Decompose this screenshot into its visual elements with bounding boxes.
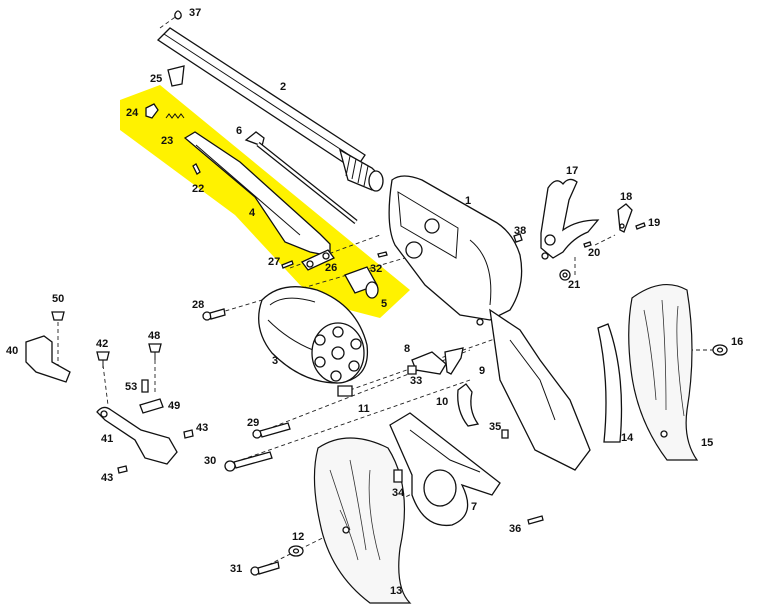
pin-20-part: [583, 241, 592, 248]
pin-36-part: [527, 515, 544, 525]
washer-16-part: [712, 344, 728, 356]
part-label-4: 4: [249, 207, 256, 219]
trigger-10-part: [457, 383, 480, 427]
screw-11-part: [337, 385, 353, 397]
screw-30-part: [224, 451, 273, 472]
hand-18-part: [617, 203, 633, 233]
part-label-43-lower: 43: [101, 472, 113, 484]
part-label-28: 28: [192, 299, 204, 311]
screw-34-part: [393, 469, 403, 483]
part-label-18: 18: [620, 191, 632, 203]
part-label-14: 14: [621, 432, 634, 444]
screw-48-part: [148, 343, 162, 360]
part-label-48: 48: [148, 330, 160, 342]
part-label-53: 53: [125, 381, 137, 393]
part-label-21: 21: [568, 279, 580, 291]
part-label-13: 13: [390, 585, 402, 597]
frame-part: [388, 175, 591, 471]
part-label-29: 29: [247, 417, 259, 429]
screw-28-part: [202, 308, 226, 321]
part-label-31: 31: [230, 563, 242, 575]
screw-31-part: [250, 561, 280, 576]
part-label-2: 2: [280, 81, 286, 93]
part-label-41: 41: [101, 433, 113, 445]
pin-22-part: [192, 163, 201, 175]
pin-32-part: [377, 251, 388, 258]
screw-33-part: [407, 365, 417, 375]
pin-27-part: [281, 260, 294, 269]
spring-49-part: [139, 398, 164, 414]
lever-41-part: [96, 406, 178, 465]
part-label-10: 10: [436, 396, 448, 408]
part-label-38: 38: [514, 225, 526, 237]
screw-43a-part: [183, 429, 194, 439]
part-label-19: 19: [648, 217, 660, 229]
part-label-32: 32: [370, 263, 382, 275]
front-sight-part: [174, 10, 182, 20]
part-label-6: 6: [236, 125, 242, 137]
spacer-14-part: [597, 323, 623, 443]
bolt-8-part: [411, 351, 447, 375]
part-label-11: 11: [358, 403, 370, 415]
part-label-8: 8: [404, 343, 410, 355]
plunger-part: [244, 131, 358, 224]
part-label-22: 22: [192, 183, 204, 195]
part-label-7: 7: [471, 501, 477, 513]
part-label-23: 23: [161, 135, 173, 147]
screw-50-part: [51, 311, 65, 321]
part-label-5: 5: [381, 298, 387, 310]
rammer-5-part: [344, 266, 379, 299]
part-label-33: 33: [410, 375, 422, 387]
left-grip-13-part: [313, 437, 412, 604]
cylinder-part: [258, 286, 369, 384]
screw-38-part: [513, 233, 523, 243]
part-label-50: 50: [52, 293, 64, 305]
part-label-16: 16: [731, 336, 743, 348]
loading-lever-part: [183, 131, 331, 257]
part-label-20: 20: [588, 247, 600, 259]
part-label-3: 3: [272, 355, 278, 367]
spring-53-part: [141, 379, 149, 393]
part-label-40: 40: [6, 345, 18, 357]
washer-12-part: [288, 545, 304, 557]
barrel-part: [156, 27, 384, 192]
spring-part: [165, 113, 185, 119]
part-label-15: 15: [701, 437, 713, 449]
part-label-37: 37: [189, 7, 201, 19]
part-label-17: 17: [566, 165, 578, 177]
part-label-1: 1: [465, 195, 471, 207]
part-label-9: 9: [479, 365, 485, 377]
screw-43b-part: [117, 465, 128, 474]
part-label-12: 12: [292, 531, 304, 543]
link-26-part: [300, 249, 336, 271]
part-label-35: 35: [489, 421, 501, 433]
screw-29-part: [252, 422, 291, 439]
rear-sight-40-part: [25, 335, 71, 383]
part-label-25: 25: [150, 73, 162, 85]
part-label-43-upper: 43: [196, 422, 208, 434]
part-label-36: 36: [509, 523, 521, 535]
part-label-42: 42: [96, 338, 108, 350]
spring-9-part: [444, 347, 464, 375]
screw-42-part: [96, 351, 110, 368]
trigger-guard-7-part: [389, 412, 501, 527]
right-grip-15-part: [628, 283, 699, 461]
latch-part: [145, 103, 159, 119]
part-label-30: 30: [204, 455, 216, 467]
wedge-part: [167, 65, 185, 87]
part-label-49: 49: [168, 400, 180, 412]
nut-21-part: [559, 269, 571, 281]
part-label-26: 26: [325, 262, 337, 274]
pin-19-part: [635, 222, 646, 230]
part-label-27: 27: [268, 256, 280, 268]
screw-35-part: [501, 429, 509, 439]
part-label-34: 34: [392, 487, 405, 499]
part-label-24: 24: [126, 107, 139, 119]
part-labels: 37 25 2 24 23 6 22 4 1 17 18 19 38 20 21…: [6, 7, 743, 597]
hammer-part: [540, 178, 600, 260]
